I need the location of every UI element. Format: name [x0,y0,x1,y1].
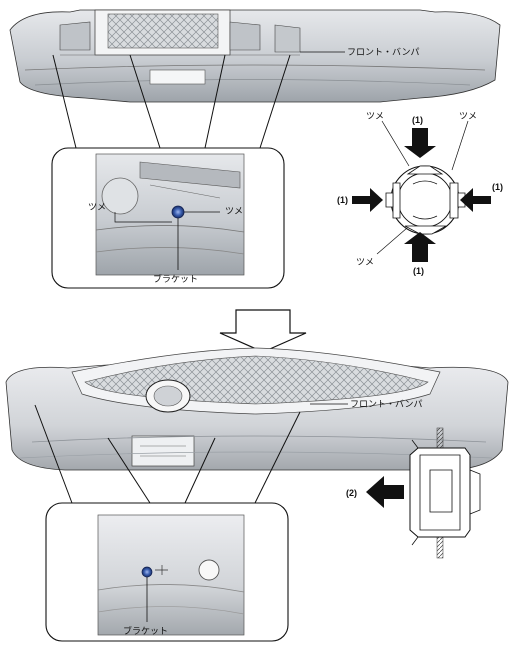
bracket-clip-top [171,205,185,219]
bottom-detail-panel: ブラケット [45,502,289,642]
arrow-down-top [404,128,436,158]
step1-label-left: (1) [337,195,348,205]
step1-label-right: (1) [492,182,503,192]
bottom-callout-leaders [34,404,301,504]
step1-label-top: (1) [412,115,423,125]
bottom-clip-diagram: (2) [346,427,481,559]
claw-label-diagram-top-left: ツメ [366,112,384,122]
step2-label: (2) [346,488,357,498]
step1-label-bottom: (1) [413,266,424,276]
arrow-right-left-side [352,188,383,212]
arrow-up-bottom [404,232,436,262]
top-callout-leaders [52,54,291,149]
claw-label-diagram-bottom: ツメ [356,258,374,268]
top-detail-panel: ツメ ツメ ブラケット [51,147,285,289]
claw-label-diagram-top-right: ツメ [459,112,477,122]
arrow-left-right-side [460,188,491,212]
front-bumper-label-top: フロント・バンパ [347,47,419,58]
bracket-label-top: ブラケット [153,273,198,285]
bracket-label-bottom: ブラケット [123,625,168,637]
top-clip-diagram: (1) (1) (1) (1) ツメ ツメ ツメ [337,112,503,276]
arrow-left-removal [366,476,404,508]
claw-label-top-left: ツメ [88,203,106,213]
bottom-bumper-illustration: フロント・バンパ [5,347,509,471]
claw-label-top-right: ツメ [225,207,243,217]
bracket-clip-bottom [141,566,153,578]
sequence-arrow [219,309,307,353]
front-bumper-label-bottom: フロント・バンパ [350,399,422,410]
top-bumper-illustration: フロント・バンパ [9,9,501,103]
